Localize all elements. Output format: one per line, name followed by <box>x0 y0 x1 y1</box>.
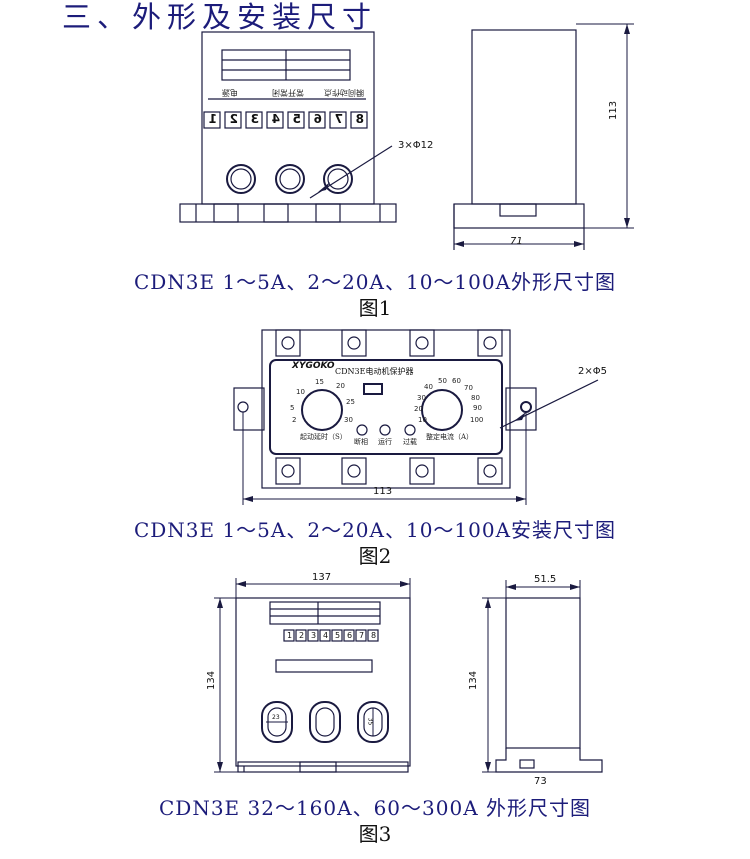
fig2-right-flange <box>505 387 537 431</box>
fig2-led-label: 运行 <box>378 438 392 446</box>
fig3-nameplate <box>269 601 381 625</box>
fig2-body <box>261 329 511 489</box>
dial-tick: 15 <box>315 378 324 386</box>
fig3-term: 3 <box>311 631 317 640</box>
fig1-hole-1 <box>226 164 256 194</box>
figure-2-label: 图2 <box>358 544 392 568</box>
figure-3-label: 图3 <box>358 822 392 846</box>
dial-tick: 30 <box>417 394 426 402</box>
dial-tick: 2 <box>292 416 297 424</box>
fig3-term: 1 <box>287 631 293 640</box>
dial-tick: 40 <box>424 383 433 391</box>
fig3-terminal-strip <box>283 629 379 642</box>
fig3-term: 5 <box>335 631 341 640</box>
figure-3-caption: CDN3E 32～160A、60～300A 外形尺寸图 <box>158 796 591 820</box>
fig3-slot-right-label: 35 <box>366 717 374 726</box>
figure-1-label: 图1 <box>358 296 392 320</box>
fig3-side-body <box>505 597 581 749</box>
fig2-led-label: 过载 <box>403 438 417 446</box>
dial-tick: 10 <box>418 416 427 424</box>
fig3-front-body <box>235 597 411 767</box>
dial-tick: 60 <box>452 377 461 385</box>
dial-tick: 80 <box>471 394 480 402</box>
dial-tick: 70 <box>464 384 473 392</box>
fig3-term: 6 <box>347 631 353 640</box>
dial-tick: 50 <box>438 377 447 385</box>
dial-tick: 20 <box>414 405 423 413</box>
fig3-front-height: 134 <box>206 670 217 690</box>
fig1-hole-3 <box>323 164 353 194</box>
fig2-top-screws <box>275 329 503 357</box>
fig3-slot-left <box>261 701 293 743</box>
fig2-display <box>363 383 383 395</box>
fig1-side-width: 71 <box>510 236 523 247</box>
figure-1-caption: CDN3E 1～5A、2～20A、10～100A外形尺寸图 <box>133 270 617 294</box>
dial-tick: 5 <box>290 404 295 412</box>
fig2-left-dial-label: 起动延时（S） <box>300 433 347 441</box>
page-title: 三、外形及安装尺寸 <box>62 0 378 34</box>
fig2-left-flange <box>233 387 265 431</box>
fig3-bar <box>275 659 373 673</box>
fig1-terminal-strip <box>203 111 368 129</box>
fig3-side-height: 134 <box>468 670 479 690</box>
fig2-product-name: CDN3E电动机保护器 <box>335 367 414 376</box>
fig2-front-panel <box>269 359 503 455</box>
fig2-right-dial <box>421 389 463 431</box>
fig2-bottom-screws <box>275 457 503 485</box>
dial-tick: 100 <box>470 416 484 424</box>
dial-tick: 10 <box>296 388 305 396</box>
fig3-side-width-top: 51.5 <box>534 574 557 585</box>
fig2-led-overload <box>404 424 416 436</box>
figure-2-caption: CDN3E 1～5A、2～20A、10～100A安装尺寸图 <box>133 518 617 542</box>
fig2-led-run <box>379 424 391 436</box>
dial-tick: 20 <box>336 382 345 390</box>
fig3-side-base <box>495 748 603 773</box>
fig3-slot-right <box>357 701 389 743</box>
fig2-led-phase <box>356 424 368 436</box>
fig2-width: 113 <box>373 486 393 497</box>
fig3-front-base <box>237 761 409 773</box>
fig2-right-dial-label: 整定电流（A） <box>426 433 474 441</box>
fig3-term: 2 <box>299 631 305 640</box>
fig1-hole-2 <box>275 164 305 194</box>
fig3-term: 7 <box>359 631 365 640</box>
fig1-hole-callout: 3×Φ12 <box>398 140 434 151</box>
fig2-hole-callout: 2×Φ5 <box>578 366 607 377</box>
fig3-term: 8 <box>371 631 377 640</box>
fig2-led-label: 断相 <box>354 438 368 446</box>
fig3-side-width-bottom: 73 <box>534 776 547 787</box>
fig3-slot-mid <box>309 701 341 743</box>
dial-tick: 90 <box>473 404 482 412</box>
fig3-term: 4 <box>323 631 329 640</box>
fig2-brand: XYGOKO <box>292 361 335 371</box>
fig3-front-width: 137 <box>312 572 332 583</box>
fig2-left-dial <box>301 389 343 431</box>
fig3-slot-left-label: 23 <box>272 714 280 721</box>
dial-tick: 30 <box>344 416 353 424</box>
dial-tick: 25 <box>346 398 355 406</box>
